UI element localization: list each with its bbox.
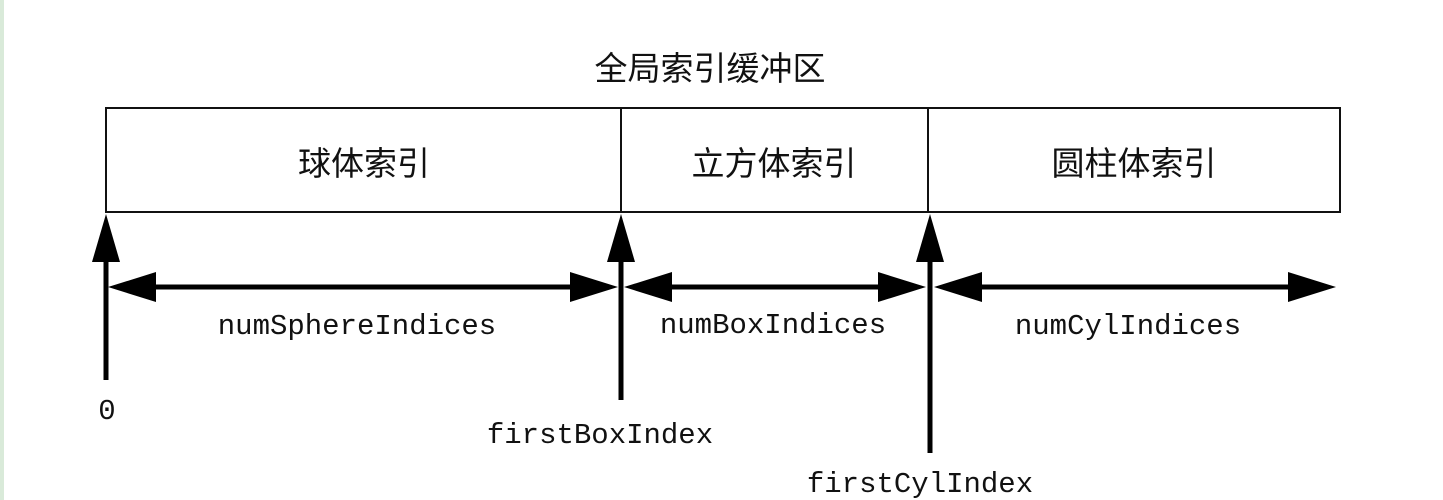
count-arrow-sphere	[108, 272, 618, 302]
diagram-title: 全局索引缓冲区	[595, 49, 826, 88]
segment-label-cylinder: 圆柱体索引	[1052, 144, 1217, 183]
segment-box	[620, 107, 929, 213]
offset-arrow-first-box	[607, 214, 635, 400]
offset-arrow-first-cyl	[916, 214, 944, 453]
segment-label-box: 立方体索引	[692, 144, 857, 183]
segment-sphere	[105, 107, 622, 213]
count-label-cyl: numCylIndices	[1015, 310, 1241, 343]
offset-label-zero: 0	[98, 395, 115, 428]
left-edge-strip	[0, 0, 4, 500]
segment-cylinder	[927, 107, 1341, 213]
count-arrow-cyl	[934, 272, 1336, 302]
count-label-sphere: numSphereIndices	[218, 310, 496, 343]
segment-label-sphere: 球体索引	[298, 144, 430, 183]
count-label-box: numBoxIndices	[660, 309, 886, 342]
offset-label-first-box: firstBoxIndex	[487, 419, 713, 452]
count-arrow-box	[624, 272, 926, 302]
buffer-bar	[105, 107, 1341, 213]
offset-label-first-cyl: firstCylIndex	[807, 468, 1033, 500]
offset-arrow-zero	[92, 214, 120, 380]
